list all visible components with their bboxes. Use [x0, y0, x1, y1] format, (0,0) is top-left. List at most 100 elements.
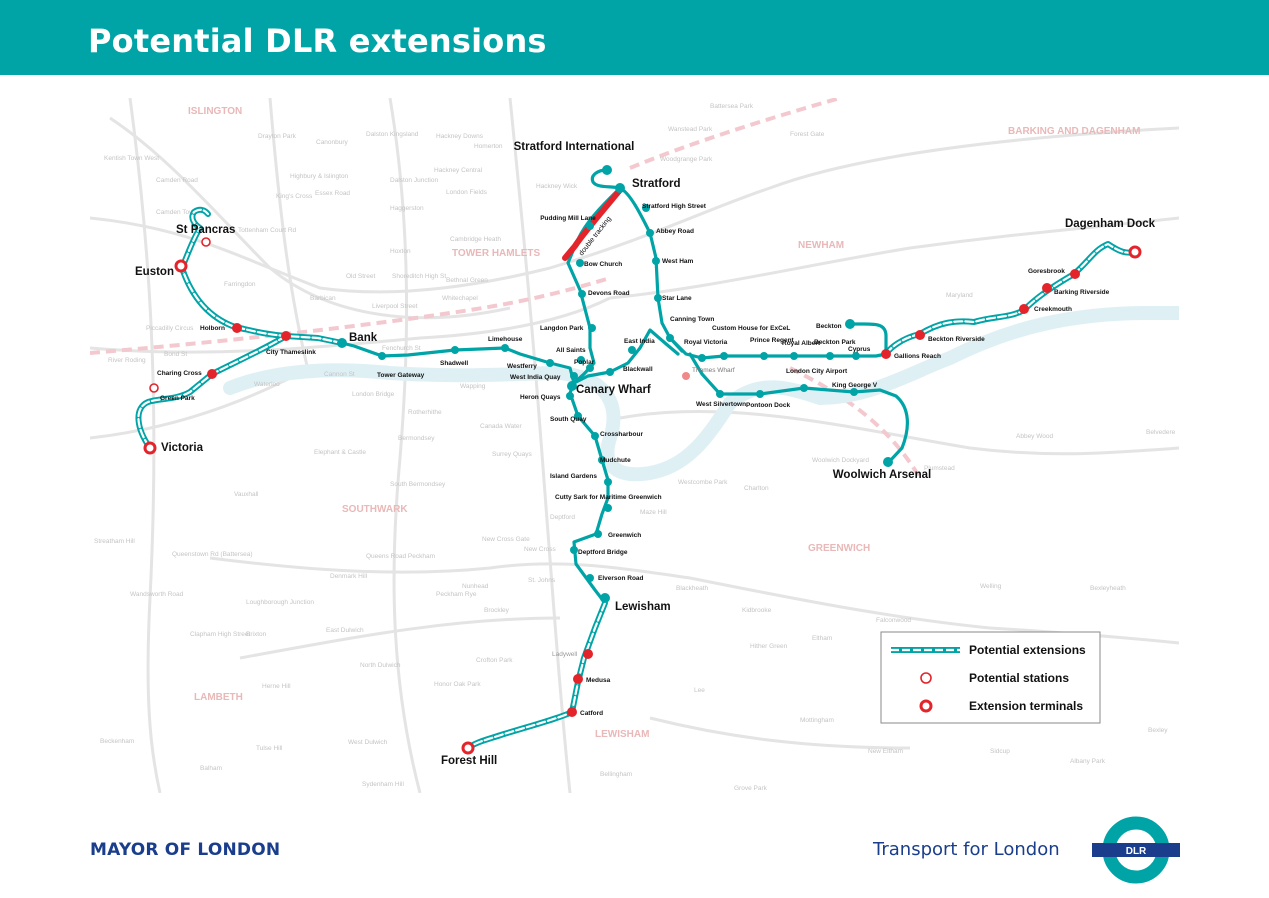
- svg-text:Liverpool Street: Liverpool Street: [372, 303, 418, 310]
- station-dot: [577, 356, 585, 364]
- svg-text:Royal Albert: Royal Albert: [782, 340, 821, 347]
- svg-text:Highbury & Islington: Highbury & Islington: [290, 173, 349, 180]
- station-dot: [337, 338, 347, 348]
- station-dot: [574, 412, 582, 420]
- svg-text:Hackney Wick: Hackney Wick: [536, 183, 578, 190]
- svg-text:Queenstown Rd (Battersea): Queenstown Rd (Battersea): [172, 551, 253, 558]
- extension-stations: [207, 269, 1080, 717]
- svg-text:Mudchute: Mudchute: [600, 457, 631, 464]
- background-station-labels: Kentish Town West Camden Road Camden Tow…: [94, 103, 1176, 792]
- svg-text:Battersea Park: Battersea Park: [710, 103, 754, 110]
- svg-text:Charing Cross: Charing Cross: [157, 370, 202, 377]
- svg-text:Langdon Park: Langdon Park: [540, 325, 584, 332]
- station-dot: [594, 530, 602, 538]
- svg-text:Drayton Park: Drayton Park: [258, 133, 297, 140]
- station-dot: [698, 354, 706, 362]
- svg-text:Bethnal Green: Bethnal Green: [446, 277, 488, 284]
- svg-text:Wandsworth Road: Wandsworth Road: [130, 591, 184, 598]
- line-poplar-eastwards: [572, 328, 680, 385]
- station-dot: [666, 334, 674, 342]
- svg-text:Shoreditch High St: Shoreditch High St: [392, 273, 446, 280]
- svg-text:St. Johns: St. Johns: [528, 577, 556, 584]
- svg-text:Fenchurch St: Fenchurch St: [382, 345, 421, 352]
- tfl-wordmark: Transport for London: [873, 839, 1060, 860]
- label-stratford-international: Stratford International: [514, 141, 635, 153]
- legend-potential-station-swatch: [920, 672, 932, 684]
- svg-text:Dalston Kingsland: Dalston Kingsland: [366, 131, 419, 138]
- header-bar: Potential DLR extensions: [0, 0, 1269, 75]
- svg-text:Hither Green: Hither Green: [750, 643, 788, 650]
- label-forest-hill: Forest Hill: [441, 755, 497, 767]
- svg-text:New Cross: New Cross: [524, 546, 557, 553]
- station-dot: [850, 388, 858, 396]
- svg-text:River Roding: River Roding: [108, 357, 146, 364]
- svg-text:Wanstead Park: Wanstead Park: [668, 126, 713, 133]
- svg-text:Shadwell: Shadwell: [440, 360, 468, 367]
- svg-text:Hoxton: Hoxton: [390, 248, 411, 255]
- label-victoria: Victoria: [161, 442, 204, 454]
- svg-text:City Thameslink: City Thameslink: [266, 349, 316, 356]
- svg-text:East India: East India: [624, 338, 655, 345]
- station-dot: [600, 593, 610, 603]
- station-dot: [654, 294, 662, 302]
- svg-text:Deptford: Deptford: [550, 514, 575, 521]
- label-dagenham-dock: Dagenham Dock: [1065, 218, 1156, 230]
- station-dot: [883, 457, 893, 467]
- station-dot: [578, 290, 586, 298]
- svg-text:Maryland: Maryland: [946, 292, 973, 299]
- svg-text:Bond St: Bond St: [164, 351, 187, 358]
- svg-text:Barking Riverside: Barking Riverside: [1054, 289, 1110, 296]
- svg-text:Island Gardens: Island Gardens: [550, 473, 597, 480]
- svg-text:Hackney Downs: Hackney Downs: [436, 133, 484, 140]
- svg-text:Abbey Wood: Abbey Wood: [1016, 433, 1053, 440]
- svg-text:Hackney Central: Hackney Central: [434, 167, 483, 174]
- svg-text:Gallions Reach: Gallions Reach: [894, 353, 941, 360]
- svg-text:Kidbrooke: Kidbrooke: [742, 607, 772, 614]
- svg-text:Star Lane: Star Lane: [662, 295, 692, 302]
- svg-text:Goresbrook: Goresbrook: [1028, 268, 1065, 275]
- svg-text:Rotherhithe: Rotherhithe: [408, 409, 442, 416]
- line-bank-branch: [340, 341, 576, 385]
- svg-text:Limehouse: Limehouse: [488, 336, 523, 343]
- svg-text:Bermondsey: Bermondsey: [398, 435, 435, 442]
- label-st-pancras: St Pancras: [176, 224, 235, 236]
- svg-text:Herne Hill: Herne Hill: [262, 683, 291, 690]
- svg-text:New Eltham: New Eltham: [868, 748, 903, 755]
- svg-text:Waterloo: Waterloo: [254, 381, 280, 388]
- svg-text:Nunhead: Nunhead: [462, 583, 489, 590]
- svg-text:Tulse Hill: Tulse Hill: [256, 745, 283, 752]
- svg-text:Devons Road: Devons Road: [588, 290, 630, 297]
- borough-label: NEWHAM: [798, 240, 844, 251]
- svg-text:Beckton Riverside: Beckton Riverside: [928, 336, 985, 343]
- line-stratford-lewisham: [566, 186, 622, 605]
- station-dot: [615, 183, 625, 193]
- svg-text:Balham: Balham: [200, 765, 222, 772]
- svg-text:Farringdon: Farringdon: [224, 281, 256, 288]
- svg-text:Beckton: Beckton: [816, 323, 842, 330]
- borough-label: GREENWICH: [808, 543, 870, 554]
- svg-text:Clapham High Street: Clapham High Street: [190, 631, 251, 638]
- svg-text:Sidcup: Sidcup: [990, 748, 1010, 755]
- svg-text:Tower Gateway: Tower Gateway: [377, 372, 425, 379]
- svg-text:Peckham Rye: Peckham Rye: [436, 591, 477, 598]
- svg-text:Cyprus: Cyprus: [848, 346, 871, 353]
- station-dot: [602, 165, 612, 175]
- svg-text:Brixton: Brixton: [246, 631, 267, 638]
- svg-text:Beckenham: Beckenham: [100, 738, 134, 745]
- station-dot: [790, 352, 798, 360]
- svg-text:King George V: King George V: [832, 382, 878, 389]
- legend-terminals-label: Extension terminals: [969, 699, 1083, 713]
- svg-text:Mottingham: Mottingham: [800, 717, 834, 724]
- svg-text:Forest Gate: Forest Gate: [790, 131, 825, 138]
- svg-text:Westferry: Westferry: [507, 363, 537, 370]
- svg-text:Custom House for ExCeL: Custom House for ExCeL: [712, 325, 790, 332]
- svg-text:Greenwich: Greenwich: [608, 532, 641, 539]
- station-dot: [756, 390, 764, 398]
- line-canning-beckton: [668, 322, 888, 360]
- svg-text:London City Airport: London City Airport: [786, 368, 848, 375]
- svg-text:Haggerston: Haggerston: [390, 205, 424, 212]
- label-woolwich-arsenal: Woolwich Arsenal: [833, 469, 931, 481]
- station-dot: [570, 372, 578, 380]
- svg-text:Bexley: Bexley: [1148, 727, 1168, 734]
- svg-text:Essex Road: Essex Road: [315, 190, 350, 197]
